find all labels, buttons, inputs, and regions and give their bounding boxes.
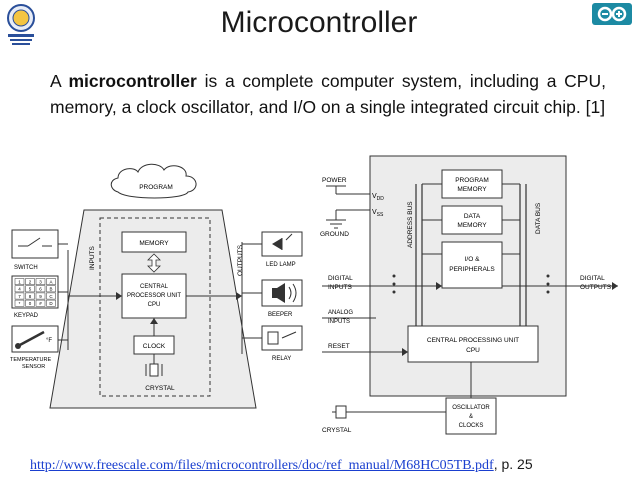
- program-memory-box: [441, 169, 503, 199]
- keypad-key: [14, 292, 25, 300]
- keypad-key-label: D: [49, 301, 53, 306]
- cpu-label-2: PROCESSOR UNIT: [127, 293, 181, 299]
- keypad-key-label: 3: [39, 280, 42, 285]
- reset-label: RESET: [328, 343, 350, 350]
- keypad-key-label: 8: [29, 294, 32, 299]
- switch-box: [11, 229, 59, 259]
- arduino-logo: [592, 3, 632, 25]
- power-label: POWER: [322, 177, 347, 184]
- crystal-label: CRYSTAL: [145, 385, 175, 392]
- keypad-key-label: *: [19, 301, 21, 306]
- slide-title: Microcontroller: [220, 6, 418, 39]
- keypad-key: [25, 292, 35, 300]
- temp-label-2: SENSOR: [22, 364, 45, 370]
- keypad-keys: 1 2 3 A 4 5 6 B 7 8 9 C * 0 # D: [14, 278, 56, 307]
- crystal-symbol: [335, 405, 347, 419]
- institute-logo: [7, 4, 35, 45]
- cpu-label-1: CENTRAL: [140, 284, 169, 290]
- program-memory-label-1: PROGRAM: [455, 177, 489, 184]
- io-label-2: PERIPHERALS: [449, 266, 495, 273]
- footer-page: , p. 25: [493, 456, 533, 472]
- keypad-label: KEYPAD: [14, 313, 39, 319]
- keypad-key-label: C: [49, 294, 53, 299]
- digital-outputs-label-2: OUTPUTS: [580, 284, 612, 291]
- keypad-key: [46, 285, 56, 293]
- chip-boundary: [99, 217, 211, 397]
- temp-label-1: TEMPERATURE: [10, 357, 51, 363]
- keypad-key: [46, 292, 56, 300]
- body-rest: is a complete computer system, including…: [50, 71, 606, 117]
- keypad-key-label: 9: [39, 294, 42, 299]
- ground-label: GROUND: [320, 231, 349, 238]
- memory-label: MEMORY: [139, 240, 169, 247]
- memory-cpu-arrow: [147, 253, 161, 273]
- keypad-key-label: #: [39, 301, 42, 306]
- keypad-key: [35, 299, 46, 307]
- data-memory-label-2: MEMORY: [457, 222, 487, 229]
- io-peripherals-box: [441, 241, 503, 289]
- degf-label: °F: [46, 338, 52, 344]
- keypad-key-label: 4: [18, 287, 21, 292]
- cpu-label-2: CPU: [466, 347, 480, 354]
- keypad-key: [14, 278, 25, 285]
- program-label: PROGRAM: [139, 184, 173, 191]
- cpu-label-1: CENTRAL PROCESSING UNIT: [427, 337, 519, 344]
- beeper-label: BEEPER: [268, 312, 293, 318]
- keypad-key: [35, 285, 46, 293]
- keypad-key-label: B: [49, 287, 52, 292]
- body-bold-term: microcontroller: [68, 71, 197, 91]
- slide-body: A microcontroller is a complete computer…: [50, 68, 606, 120]
- analog-inputs-label-2: INPUTS: [328, 319, 350, 325]
- digital-inputs-label-2: INPUTS: [328, 284, 353, 291]
- keypad-key-label: A: [49, 280, 52, 285]
- footer-source-link[interactable]: http://www.freescale.com/files/microcont…: [30, 458, 494, 473]
- digital-outputs-label-1: DIGITAL: [580, 275, 605, 282]
- program-cloud: [110, 163, 197, 199]
- data-memory-label-1: DATA: [464, 213, 481, 220]
- cpu-label-3: CPU: [148, 302, 161, 308]
- analog-inputs-label-1: ANALOG: [328, 310, 353, 316]
- vss-label: VSS: [372, 209, 384, 218]
- clock-label: CLOCK: [143, 343, 166, 350]
- inputs-label: INPUTS: [89, 246, 96, 271]
- relay-label: RELAY: [272, 356, 291, 362]
- keypad-key-label: 7: [18, 294, 21, 299]
- oscillator-label-2: &: [469, 414, 473, 420]
- memory-box: [121, 231, 187, 253]
- footer-citation: http://www.freescale.com/files/microcont…: [30, 456, 533, 474]
- outputs-label: OUTPUTS: [237, 244, 244, 276]
- data-bus-label: DATA BUS: [535, 202, 542, 234]
- keypad-key-label: 2: [29, 280, 32, 285]
- keypad-key: [46, 278, 56, 285]
- oscillator-label-3: CLOCKS: [459, 423, 484, 429]
- switch-label: SWITCH: [14, 265, 38, 271]
- led-lamp-label: LED LAMP: [266, 262, 296, 268]
- keypad-key-label: 0: [29, 301, 32, 306]
- keypad-key: [46, 299, 56, 307]
- program-memory-label-2: MEMORY: [457, 186, 487, 193]
- keypad-key-label: 1: [18, 280, 21, 285]
- keypad-key: [35, 292, 46, 300]
- keypad-key: [35, 278, 46, 285]
- crystal-label: CRYSTAL: [322, 427, 352, 434]
- oscillator-label-1: OSCILLATOR: [452, 405, 490, 411]
- crystal-symbol: [149, 363, 159, 377]
- cpu-box: [407, 325, 539, 363]
- keypad-key: [25, 278, 35, 285]
- keypad-key-label: 5: [29, 287, 32, 292]
- digital-inputs-label-1: DIGITAL: [328, 275, 353, 282]
- body-lead: A: [50, 71, 69, 91]
- io-label-1: I/O &: [465, 256, 480, 263]
- vdd-label: VDD: [372, 193, 384, 202]
- keypad-key-label: 6: [39, 287, 42, 292]
- data-memory-box: [441, 205, 503, 235]
- keypad-key: [14, 299, 25, 307]
- right-microcontroller-diagram: POWER VDD VSS GROUND ADDRESS BUS DATA BU…: [320, 155, 618, 435]
- address-bus-label: ADDRESS BUS: [407, 201, 414, 248]
- keypad-key: [14, 285, 25, 293]
- left-microcontroller-diagram: PROGRAM MEMORY CENTRAL PROCESSOR UNIT CP…: [10, 163, 303, 409]
- keypad-key: [25, 299, 35, 307]
- keypad-key: [25, 285, 35, 293]
